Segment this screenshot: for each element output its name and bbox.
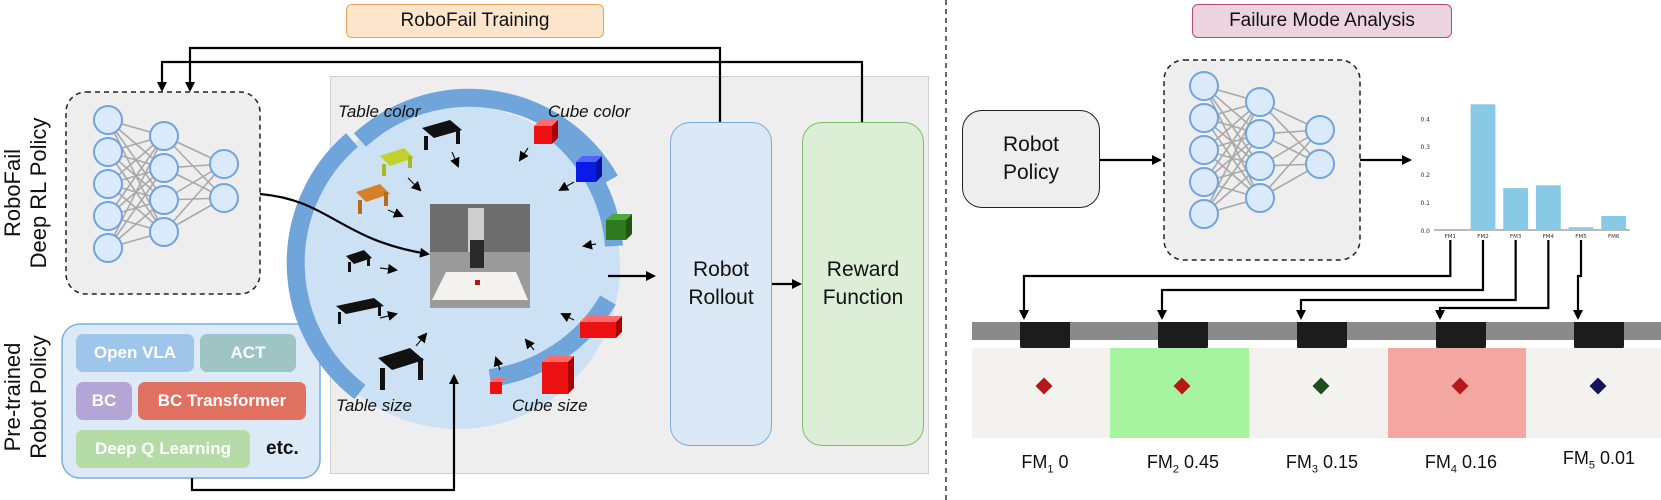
bar-fm3 (1503, 188, 1529, 230)
x-tick-label: FM6 (1608, 234, 1620, 240)
nn-edge (163, 163, 225, 233)
failure-mode-connector (1019, 240, 1452, 320)
ring-arc-top (353, 88, 618, 185)
cube-icon-tall (542, 356, 574, 394)
bar-fm5 (1568, 227, 1594, 230)
table-icon-orange (356, 184, 390, 214)
failure-mode-thumbnail (1526, 322, 1661, 438)
nn-node (149, 217, 179, 247)
failure-mode-label: FM1 0 (1021, 452, 1069, 476)
nn-node (209, 183, 239, 213)
table-icon-small (346, 250, 372, 272)
nn-node (1305, 115, 1335, 145)
analysis-diagram (1019, 59, 1583, 320)
nn-edge (107, 167, 165, 249)
ring-arc-bottom (488, 295, 616, 387)
neural-network-icon (93, 105, 239, 263)
cube-icon-large (580, 316, 622, 338)
failure-mode-connector (1296, 240, 1517, 320)
policy-open-vla: Open VLA (76, 334, 194, 372)
nn-edge (107, 135, 165, 249)
y-tick-label: 0.1 (1420, 200, 1430, 207)
cube-color-label: Cube color (548, 102, 631, 121)
nn-edge (1203, 133, 1261, 215)
x-tick-label: FM3 (1510, 234, 1522, 240)
failure-mode-analysis-header: Failure Mode Analysis (1192, 4, 1452, 38)
neural-network-icon-right (1189, 71, 1335, 229)
nn-node (93, 137, 123, 167)
table-icon-large (378, 348, 424, 390)
nn-node (149, 121, 179, 151)
training-diagram (61, 46, 864, 492)
failure-mode-label: FM5 0.01 (1562, 448, 1636, 472)
cube-icon-red-color (534, 120, 558, 144)
nn-node (1245, 183, 1275, 213)
y-tick-label: 0.4 (1420, 116, 1430, 123)
failure-mode-thumbnail (1388, 322, 1534, 438)
policy-bc-transformer: BC Transformer (138, 382, 306, 420)
nn-edge (1203, 101, 1261, 215)
nn-node (1189, 135, 1219, 165)
failure-mode-connector (1157, 240, 1485, 320)
nn-node (1305, 149, 1335, 179)
bar-fm2 (1470, 104, 1496, 230)
section-divider (945, 0, 947, 500)
policy-act: ACT (200, 334, 296, 372)
x-tick-label: FM4 (1543, 234, 1555, 240)
nn-node (93, 201, 123, 231)
cube-size-label: Cube size (512, 396, 588, 415)
x-tick-label: FM2 (1477, 234, 1488, 240)
bar-fm6 (1601, 216, 1627, 230)
table-icon-yellow (380, 148, 414, 176)
failure-mode-connector (1573, 240, 1583, 320)
nn-node (1189, 167, 1219, 197)
failure-mode-thumbnail (972, 322, 1118, 438)
y-tick-label: 0.2 (1420, 172, 1430, 179)
robot-scene-image (430, 204, 530, 308)
robofail-training-header: RoboFail Training (346, 4, 604, 38)
cube-icon-green (606, 214, 632, 240)
nn-node (93, 105, 123, 135)
nn-node (93, 233, 123, 263)
policy-deep-q-learning: Deep Q Learning (76, 430, 250, 468)
nn-edge (1203, 101, 1261, 183)
x-tick-label: FM1 (1445, 234, 1456, 240)
nn-node (149, 153, 179, 183)
failure-mode-thumbnail (1249, 322, 1395, 438)
policy-bc: BC (76, 382, 132, 420)
nn-node (1245, 151, 1275, 181)
nn-node (1245, 119, 1275, 149)
nn-edge (107, 135, 165, 217)
nn-node (1189, 71, 1219, 101)
cube-icon-blue (576, 156, 602, 182)
table-icon-black (422, 120, 462, 150)
nn-node (1245, 87, 1275, 117)
failure-mode-label: FM4 0.16 (1424, 452, 1498, 476)
bar-fm4 (1535, 185, 1561, 230)
nn-node (149, 185, 179, 215)
failure-mode-connector (1435, 240, 1550, 320)
nn-node (1189, 199, 1219, 229)
failure-mode-label: FM2 0.45 (1146, 452, 1220, 476)
failure-mode-thumbnail (1110, 322, 1256, 438)
x-tick-label: FM5 (1575, 234, 1587, 240)
y-tick-label: 0.3 (1420, 144, 1430, 151)
nn-node (1189, 103, 1219, 133)
nn-node (93, 169, 123, 199)
y-tick-label: 0.0 (1420, 228, 1430, 235)
cube-icon-tiny (490, 378, 506, 394)
ring-arc-left (286, 133, 366, 400)
failure-mode-label: FM3 0.15 (1285, 452, 1359, 476)
policy-etc: etc. (266, 438, 299, 459)
nn-node (209, 149, 239, 179)
nn-edge (1259, 129, 1321, 199)
table-color-label: Table color (338, 102, 421, 121)
table-size-label: Table size (336, 396, 412, 415)
table-icon-wide (336, 298, 384, 324)
